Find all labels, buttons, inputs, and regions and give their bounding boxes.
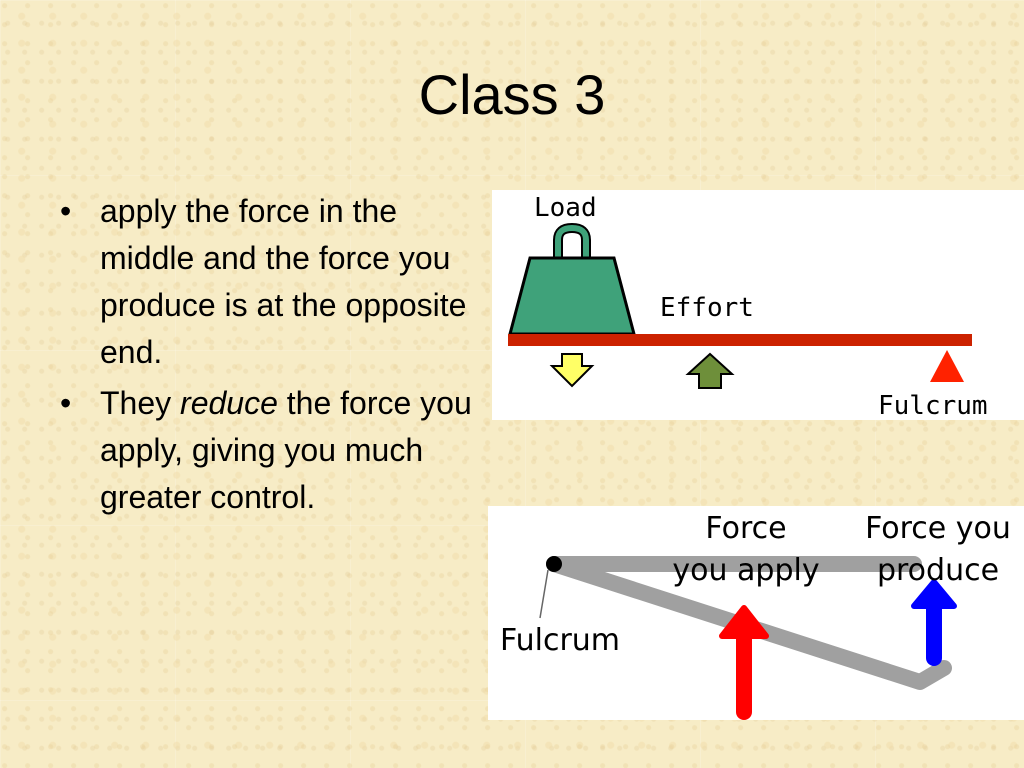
force-produce-label-line1: Force you [865,511,1011,546]
effort-up-arrow-icon [685,352,735,389]
lever-diagram-top: Load Effort Fulcrum [492,190,1024,420]
lever-beam [508,334,972,346]
fulcrum-pointer-line [539,569,549,619]
bullet-list: • apply the force in the middle and the … [56,188,496,525]
weight-handle [555,224,589,258]
bullet-text: apply the force in the middle and the fo… [100,193,467,370]
bullet-item: • They reduce the force you apply, givin… [56,380,496,521]
fulcrum-label-bottom: Fulcrum [500,623,620,658]
load-down-arrow-icon [549,353,595,388]
force-apply-label-line2: you apply [672,553,819,588]
bullet-text-post: the force you apply, giving you much gre… [100,385,472,515]
load-label: Load [534,193,597,223]
bullet-dot: • [60,385,72,421]
bullet-text-pre: They [100,385,181,421]
lever-arm [546,556,952,690]
produce-arrow-icon [911,579,957,609]
bullet-emphasis: reduce [180,385,278,421]
fulcrum-label: Fulcrum [878,391,988,420]
lever-diagram-bottom: Fulcrum Force you apply Force you produc… [488,506,1024,720]
fulcrum-point [546,556,562,572]
load-weight [508,256,636,336]
force-apply-label-line1: Force [705,511,786,546]
fulcrum-triangle-icon [930,350,964,382]
effort-label: Effort [660,293,754,323]
bullet-dot: • [60,193,72,229]
force-produce-label-line2: produce [877,553,999,588]
slide-title: Class 3 [418,63,606,126]
bullet-item: • apply the force in the middle and the … [56,188,496,376]
apply-arrow-icon [719,605,769,639]
